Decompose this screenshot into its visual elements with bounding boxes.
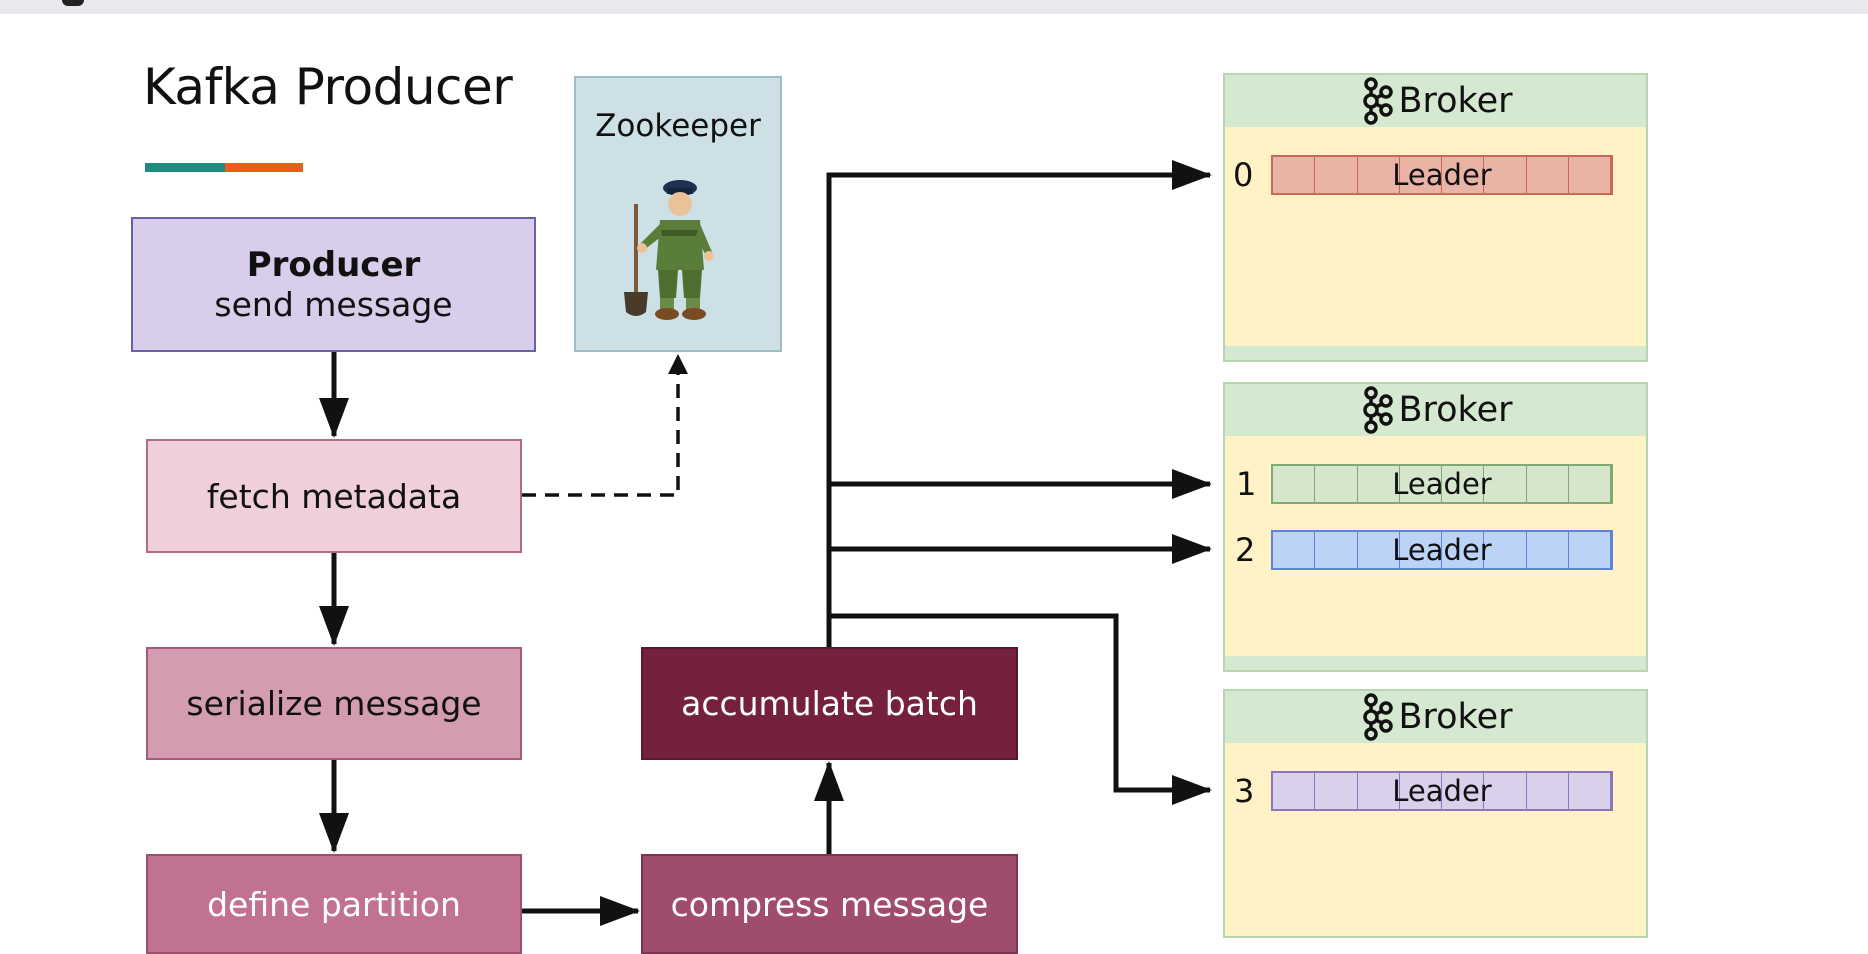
broker-name: Broker <box>1398 697 1513 737</box>
title-underline-orange <box>225 163 303 172</box>
broker-header: Broker <box>1225 75 1646 127</box>
serialize-message-box: serialize message <box>146 647 522 760</box>
top-bar-mark <box>62 0 84 6</box>
broker-header: Broker <box>1225 384 1646 436</box>
page-title: Kafka Producer <box>143 58 513 116</box>
partition-0-log: Leader <box>1271 155 1613 195</box>
arrow-accumulate-to-partition-0 <box>826 160 1212 647</box>
broker-footer <box>1225 346 1646 360</box>
partition-number-3: 3 <box>1234 772 1255 810</box>
serialize-message-label: serialize message <box>186 684 482 723</box>
accumulate-batch-label: accumulate batch <box>681 684 978 723</box>
kafka-logo-icon <box>1362 693 1393 741</box>
broker-footer <box>1225 656 1646 670</box>
fetch-metadata-label: fetch metadata <box>206 476 462 516</box>
partition-leader-label: Leader <box>1392 533 1492 567</box>
arrow-to-partition-3 <box>829 613 1212 805</box>
partition-leader-label: Leader <box>1392 774 1492 808</box>
producer-send-message-box: Producer send message <box>131 217 536 352</box>
broker-header: Broker <box>1225 691 1646 743</box>
partition-1-log: Leader <box>1271 464 1613 504</box>
title-underline-teal <box>145 163 225 172</box>
zookeeper-box: Zookeeper <box>574 76 782 352</box>
compress-message-label: compress message <box>670 884 989 924</box>
partition-leader-label: Leader <box>1392 158 1492 192</box>
partition-number-0: 0 <box>1233 156 1254 194</box>
partition-2-log: Leader <box>1271 530 1613 570</box>
partition-3-log: Leader <box>1271 771 1613 811</box>
broker-0: Broker <box>1223 73 1648 362</box>
top-bar <box>0 0 1868 14</box>
partition-number-2: 2 <box>1235 531 1256 569</box>
partition-leader-label: Leader <box>1392 467 1492 501</box>
producer-heading: Producer <box>246 245 421 285</box>
broker-name: Broker <box>1398 390 1513 430</box>
zookeeper-label: Zookeeper <box>595 108 761 144</box>
fetch-metadata-box: fetch metadata <box>146 439 522 553</box>
accumulate-batch-box: accumulate batch <box>641 647 1018 760</box>
broker-1: Broker <box>1223 382 1648 672</box>
compress-message-box: compress message <box>641 854 1018 954</box>
arrow-fetch-to-zookeeper <box>522 370 680 497</box>
partition-number-1: 1 <box>1236 465 1257 503</box>
define-partition-label: define partition <box>207 884 461 924</box>
broker-name: Broker <box>1398 81 1513 121</box>
kafka-logo-icon <box>1362 77 1393 125</box>
arrow-head-zookeeper <box>668 354 688 374</box>
kafka-logo-icon <box>1362 386 1393 434</box>
producer-subtitle: send message <box>214 285 453 324</box>
broker-2: Broker <box>1223 689 1648 938</box>
zookeeper-figure-icon <box>624 180 714 320</box>
